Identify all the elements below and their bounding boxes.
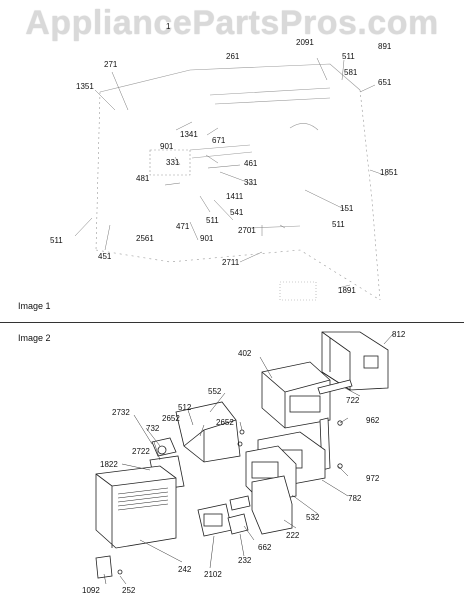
shelf-track [189, 144, 253, 159]
part-label: 232 [238, 556, 252, 565]
shaft-722 [317, 379, 353, 395]
part-label: 581 [344, 68, 358, 77]
part-label: 331 [244, 178, 258, 187]
rail-assembly [209, 87, 331, 105]
part-label: 151 [340, 204, 354, 213]
part-label: 2711 [222, 258, 240, 267]
part-label: 2722 [132, 447, 150, 456]
part-label: 671 [212, 136, 226, 145]
liner-right-edge [359, 89, 381, 301]
damper-housing [149, 149, 191, 176]
part-label: 1351 [76, 82, 94, 91]
part-1092 [95, 555, 113, 579]
part-2102 [197, 503, 233, 537]
image1-caption: Image 1 [18, 301, 51, 311]
part-label: 1851 [380, 168, 398, 177]
tube-assembly [249, 225, 301, 229]
part-label: 481 [136, 174, 150, 183]
image2-caption: Image 2 [18, 333, 51, 343]
part-label: 782 [348, 494, 362, 503]
housing-402 [261, 361, 331, 429]
part-label: 662 [258, 543, 272, 552]
part-label: 2701 [238, 226, 256, 235]
part-662 [229, 495, 251, 511]
part-label: 331 [166, 158, 180, 167]
part-label: 541 [230, 208, 244, 217]
liner-bottom-edge [95, 249, 381, 301]
part-222 [251, 475, 293, 535]
part-label: 2652 [162, 414, 180, 423]
part-label: 901 [200, 234, 214, 243]
section-divider [0, 322, 464, 323]
part-label: 512 [178, 403, 192, 412]
part-label: 972 [366, 474, 380, 483]
bottom-cover [279, 281, 317, 301]
part-label: 222 [286, 531, 300, 540]
part-label: 1 [166, 22, 171, 31]
part-label: 1822 [100, 460, 118, 469]
part-label: 651 [378, 78, 392, 87]
part-label: 1092 [82, 586, 100, 595]
part-label: 471 [176, 222, 190, 231]
part-label: 532 [306, 513, 320, 522]
part-label: 1411 [226, 192, 244, 201]
part-label: 722 [346, 396, 360, 405]
part-label: 511 [50, 236, 63, 245]
part-label: 962 [366, 416, 380, 425]
part-label: 812 [392, 330, 406, 339]
part-label: 2091 [296, 38, 314, 47]
part-label: 511 [342, 52, 355, 61]
part-label: 261 [226, 52, 240, 61]
part-label: 252 [122, 586, 136, 595]
part-label: 2102 [204, 570, 222, 579]
part-label: 552 [208, 387, 222, 396]
part-label: 732 [146, 424, 160, 433]
part-label: 511 [206, 216, 219, 225]
part-label: 2732 [112, 408, 130, 417]
liner-left-edge [95, 91, 101, 251]
part-label: 271 [104, 60, 118, 69]
part-label: 461 [244, 159, 258, 168]
part-label: 1891 [338, 286, 356, 295]
part-label: 891 [378, 42, 392, 51]
part-label: 2561 [136, 234, 154, 243]
part-label: 901 [160, 142, 174, 151]
part-label: 511 [332, 220, 345, 229]
front-panel-242 [95, 465, 177, 549]
part-label: 1341 [180, 130, 198, 139]
part-label: 451 [98, 252, 112, 261]
watermark: AppliancePartsPros.com [25, 4, 439, 42]
cable [289, 123, 319, 131]
part-label: 242 [178, 565, 192, 574]
part-label: 402 [238, 349, 252, 358]
liner-top-edge [99, 63, 361, 93]
part-232 [227, 513, 249, 535]
part-label: 2652 [216, 418, 234, 427]
